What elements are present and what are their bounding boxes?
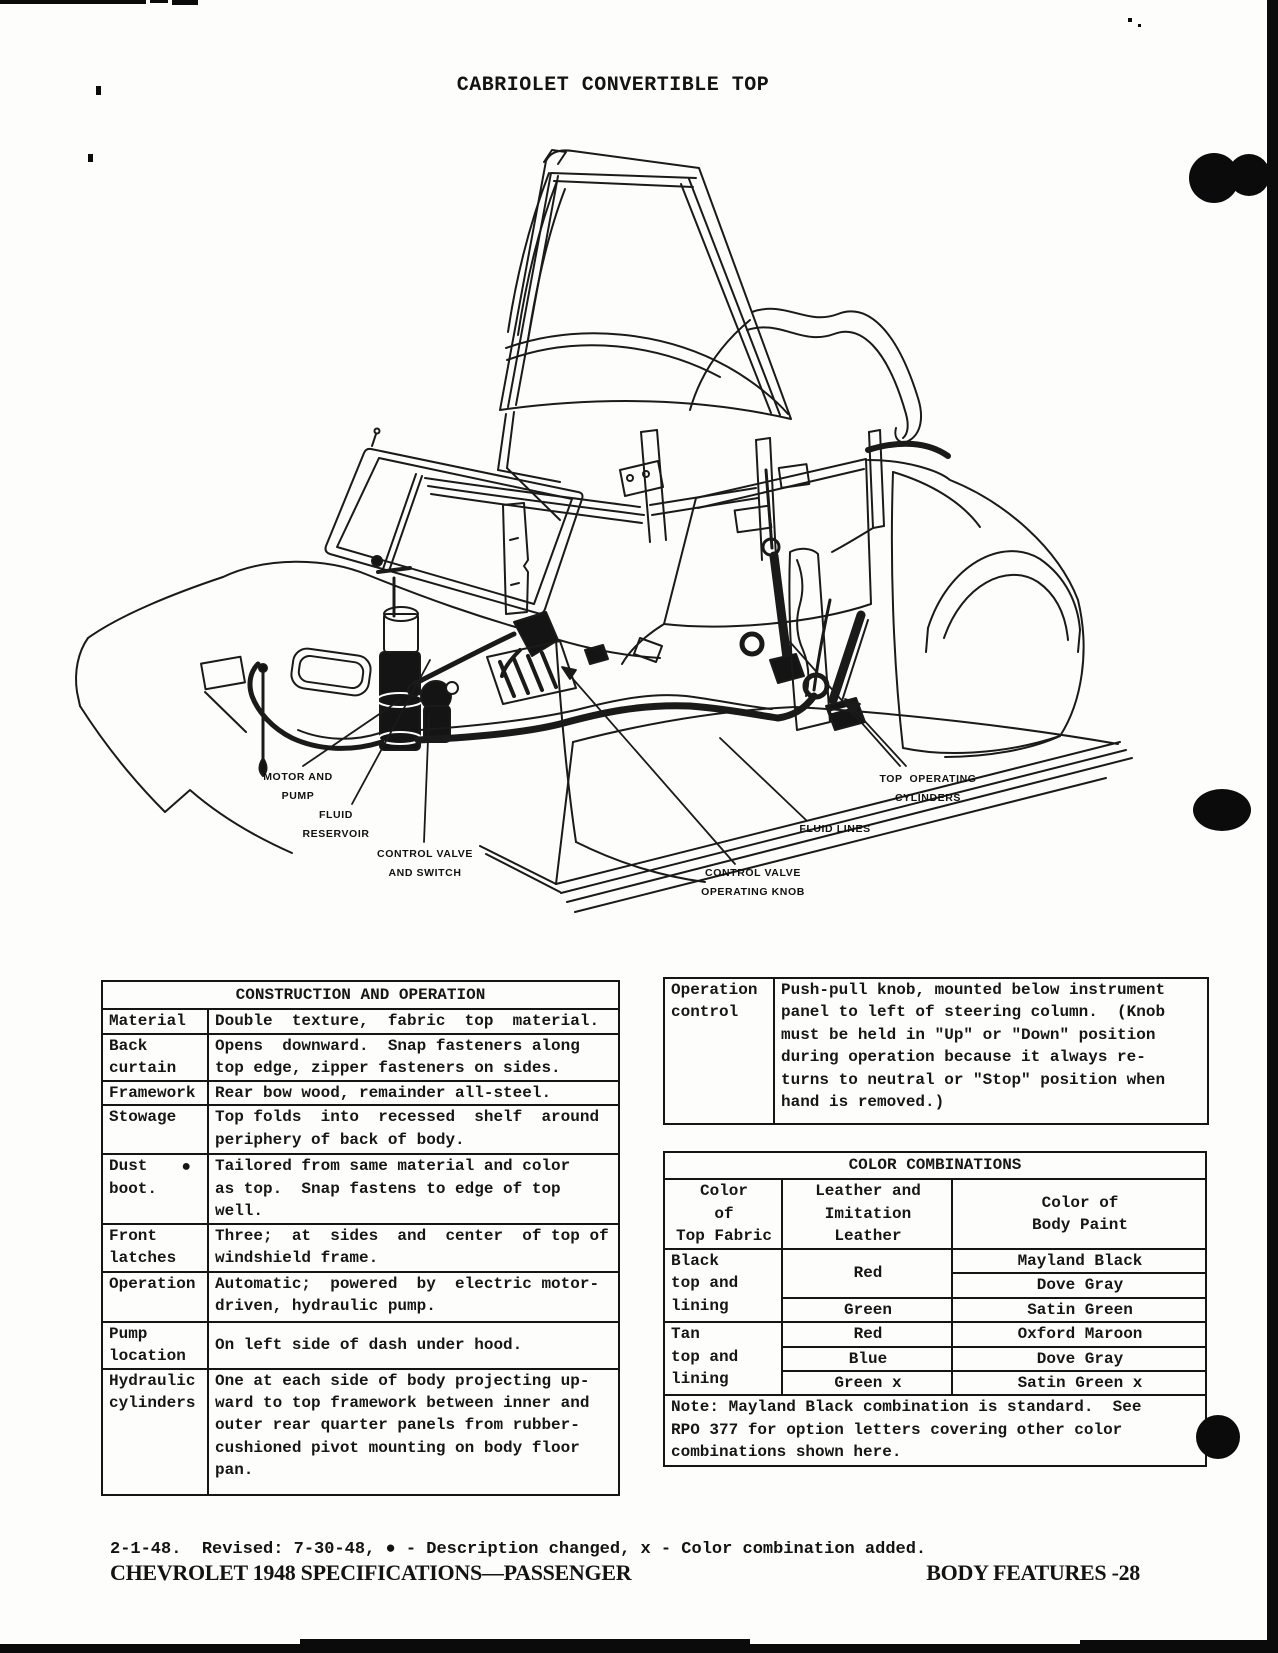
row-value: Push-pull knob, mounted below instrument…	[773, 977, 1209, 1125]
leather-cell: Green	[781, 1296, 953, 1324]
fabric-cell: Black top and lining	[663, 1247, 783, 1324]
color-combinations-table: COLOR COMBINATIONS Color of Top Fabric L…	[663, 1151, 1207, 1468]
table-row: Hydraulic cylinders One at each side of …	[101, 1367, 620, 1496]
table-row: Green Satin Green	[664, 1296, 1207, 1324]
changed-bullet: ●	[181, 1158, 191, 1177]
operation-control-box: Operation control Push-pull knob, mounte…	[663, 977, 1209, 1125]
construction-table-title: CONSTRUCTION AND OPERATION	[101, 980, 620, 1010]
row-value: Top folds into recessed shelf around per…	[207, 1104, 620, 1156]
table-row: Dust boot.● Tailored from same material …	[101, 1153, 620, 1225]
row-value: Double texture, fabric top material.	[207, 1008, 620, 1035]
row-value: Automatic; powered by electric motor- dr…	[207, 1270, 620, 1323]
row-label: Hydraulic cylinders	[101, 1367, 209, 1496]
diagram-label-fluid-reservoir: FLUID RESERVOIR	[302, 809, 370, 840]
diagram-label-control-valve-knob: CONTROL VALVE OPERATING KNOB	[701, 867, 805, 898]
table-row: Operation control Push-pull knob, mounte…	[663, 977, 1209, 1125]
paint-cell: Satin Green	[951, 1296, 1207, 1324]
row-label: Material	[101, 1008, 209, 1035]
front-body	[75, 502, 706, 883]
table-row: Dove Gray	[664, 1272, 1207, 1299]
construction-table: CONSTRUCTION AND OPERATION Material Doub…	[101, 980, 620, 1496]
row-value: On left side of dash under hood.	[207, 1320, 620, 1370]
row-value: Three; at sides and center of top of win…	[207, 1222, 620, 1273]
footer-document-title: CHEVROLET 1948 SPECIFICATIONS—PASSENGER	[110, 1560, 632, 1585]
table-row: Green x Satin Green x	[664, 1370, 1207, 1397]
footer-section-label: BODY FEATURES -28	[926, 1560, 1140, 1585]
color-table-title: COLOR COMBINATIONS	[663, 1151, 1207, 1180]
diagram-label-motor-pump: MOTOR AND PUMP	[263, 771, 333, 802]
table-row: Back curtain Opens downward. Snap fasten…	[101, 1033, 620, 1082]
table-row: Color of Top Fabric Leather and Imitatio…	[663, 1178, 1207, 1250]
table-row: Tan top and lining Red Oxford Maroon	[663, 1321, 1207, 1397]
column-header: Color of Body Paint	[951, 1178, 1207, 1250]
table-row: Operation Automatic; powered by electric…	[101, 1270, 620, 1323]
table-row: Front latches Three; at sides and center…	[101, 1222, 620, 1273]
row-value: One at each side of body projecting up- …	[207, 1367, 620, 1496]
table-row: Framework Rear bow wood, remainder all-s…	[101, 1079, 620, 1107]
right-operating-cylinder	[802, 610, 869, 731]
row-label: Framework	[101, 1079, 209, 1107]
row-value: Tailored from same material and color as…	[207, 1153, 620, 1225]
fabric-cell: Tan top and lining	[663, 1321, 783, 1397]
row-value: Opens downward. Snap fasteners along top…	[207, 1033, 620, 1082]
row-label: Back curtain	[101, 1033, 209, 1082]
leather-cell: Red	[781, 1248, 953, 1299]
row-label: Front latches	[101, 1222, 209, 1273]
center-operating-cylinder	[739, 468, 805, 684]
column-header: Color of Top Fabric	[663, 1178, 783, 1250]
leather-cell: Blue	[781, 1345, 953, 1373]
leather-cell: Green x	[781, 1370, 953, 1397]
revision-note: 2-1-48. Revised: 7-30-48, ● - Descriptio…	[110, 1540, 927, 1559]
right-pillar	[831, 429, 951, 553]
row-label: Operation	[101, 1270, 209, 1323]
paint-cell: Dove Gray	[951, 1272, 1207, 1299]
top-side-rails	[689, 307, 923, 444]
raised-top-frame	[499, 149, 792, 420]
floor-pan	[479, 640, 1133, 913]
page-title: CABRIOLET CONVERTIBLE TOP	[456, 74, 770, 97]
table-row: Blue Dove Gray	[664, 1345, 1207, 1373]
row-label: Operation control	[663, 977, 775, 1125]
table-row: Note: Mayland Black combination is stand…	[663, 1394, 1207, 1468]
diagram-label-control-valve-switch: CONTROL VALVE AND SWITCH	[377, 848, 473, 879]
row-label: Pump location	[101, 1320, 209, 1370]
row-label: Dust boot.●	[101, 1153, 209, 1225]
inner-quarter-panel	[788, 547, 831, 731]
paint-cell: Dove Gray	[951, 1345, 1207, 1373]
paint-cell: Oxford Maroon	[951, 1321, 1207, 1348]
diagram-label-top-cylinders: TOP OPERATING CYLINDERS	[879, 773, 977, 804]
row-label: Stowage	[101, 1104, 209, 1156]
table-row: Material Double texture, fabric top mate…	[101, 1008, 620, 1035]
note-cell: Note: Mayland Black combination is stand…	[663, 1394, 1207, 1468]
seat-back	[621, 458, 872, 665]
row-value: Rear bow wood, remainder all-steel.	[207, 1079, 620, 1107]
paint-cell: Satin Green x	[951, 1370, 1207, 1397]
windshield-frame	[324, 427, 584, 615]
diagram-label-fluid-lines: FLUID LINES	[799, 823, 871, 835]
leather-cell: Red	[781, 1321, 953, 1348]
paint-cell: Mayland Black	[951, 1247, 1207, 1275]
table-row: Pump location On left side of dash under…	[101, 1320, 620, 1370]
table-row: Black top and lining Red Mayland Black	[663, 1247, 1207, 1324]
label-leader-lines	[302, 641, 907, 865]
column-header: Leather and Imitation Leather	[781, 1178, 953, 1250]
door-glass-channel-lines	[424, 477, 645, 524]
rear-quarter-panel	[867, 459, 1085, 758]
table-row: Stowage Top folds into recessed shelf ar…	[101, 1104, 620, 1156]
